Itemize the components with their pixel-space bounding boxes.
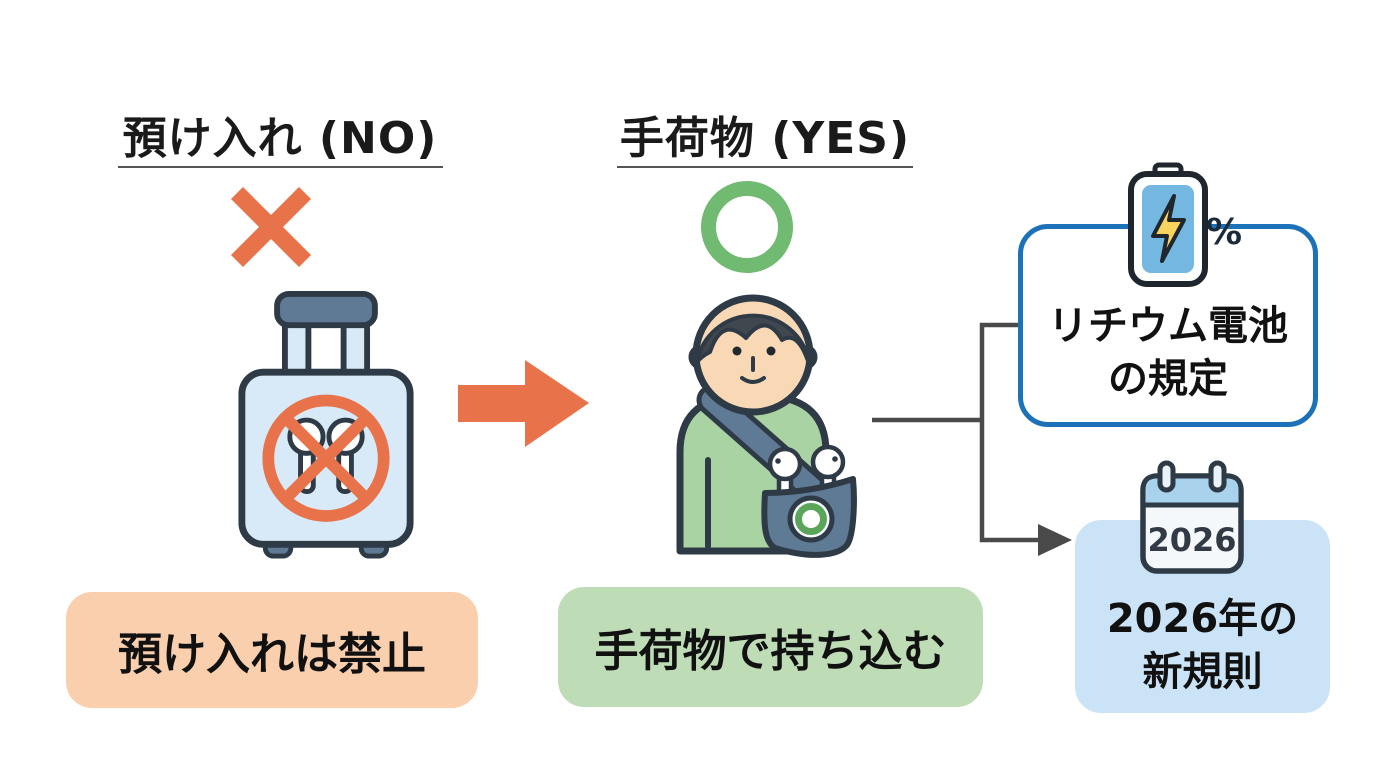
new-rule-2026-callout: 2026年の 新規則 (1075, 520, 1330, 713)
checked-caption-label: 預け入れは禁止 (118, 629, 426, 680)
checked-title-underline (118, 166, 443, 168)
battery-percent-symbol: % (1205, 212, 1243, 253)
earbuds-in-bag-icon (767, 444, 846, 511)
checked-caption: 預け入れは禁止 (66, 592, 478, 708)
carryon-caption-label: 手荷物で持ち込む (594, 626, 947, 677)
carryon-title-underline (617, 166, 913, 168)
new-rule-2026-line1: 2026年の (1106, 596, 1299, 643)
battery-rule-callout: リチウム電池 の規定 (1018, 224, 1318, 427)
carryon-caption: 手荷物で持ち込む (558, 587, 983, 707)
bag-badge-icon (787, 495, 835, 543)
connector-arrowhead-icon (1038, 524, 1072, 556)
new-rule-2026-line2: 新規則 (1142, 649, 1263, 696)
cross-mark-icon (230, 186, 312, 268)
battery-rule-line2: の規定 (1108, 356, 1228, 403)
carryon-column-title: 手荷物 (YES) (619, 113, 911, 164)
prohibition-sign-icon (262, 394, 390, 522)
lightning-bolt-icon (1151, 194, 1186, 263)
charging-battery-icon (1128, 162, 1208, 287)
person-carrying-earbuds-bag-icon (676, 294, 857, 558)
checked-column-title: 預け入れ (NO) (122, 113, 438, 164)
right-arrow-icon (458, 360, 589, 447)
suitcase-prohibited-earbuds-icon (238, 290, 414, 559)
battery-rule-line1: リチウム電池 (1048, 303, 1288, 350)
calendar-year-label: 2026 (1147, 521, 1236, 559)
person-head (688, 294, 818, 416)
calendar-icon: 2026 (1140, 460, 1244, 574)
